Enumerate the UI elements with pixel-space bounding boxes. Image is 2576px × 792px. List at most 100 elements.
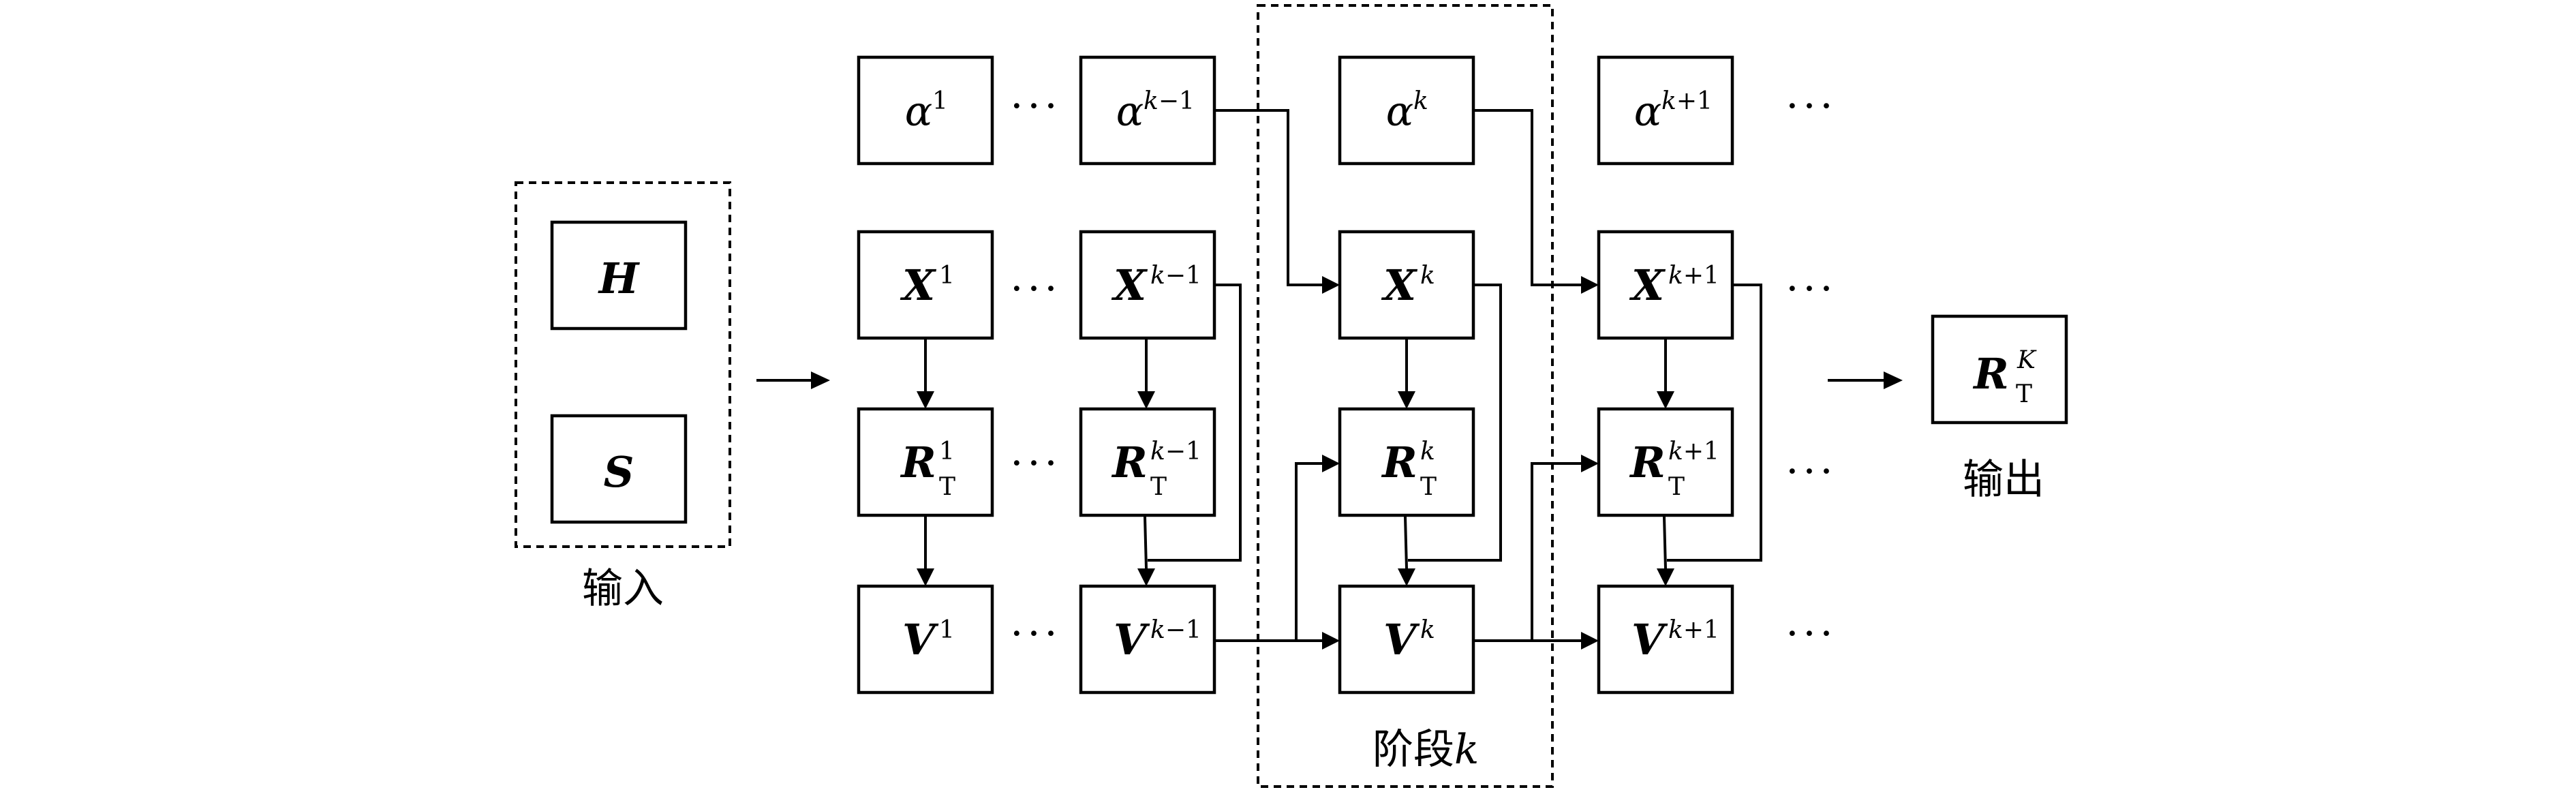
ellipsis-x-row-2: ··· <box>1785 265 1837 313</box>
ellipsis-r-row-2: ··· <box>1785 448 1837 496</box>
input-arrow <box>756 371 830 389</box>
symbol-alpha-3: α <box>1634 88 1662 136</box>
output-superscript: K <box>2017 346 2037 374</box>
wire-alphakm1-to-xk <box>1214 109 1322 286</box>
box-v-1 <box>1079 584 1216 695</box>
arrow-rk-to-vk <box>1404 516 1408 569</box>
box-v-3 <box>1597 584 1734 695</box>
box-alpha-3 <box>1597 55 1734 166</box>
superscript-x-2: k <box>1420 262 1435 290</box>
symbol-v-2: V <box>1383 615 1420 665</box>
symbol-x-3: X <box>1629 260 1666 310</box>
symbol-v-1: V <box>1114 615 1150 665</box>
box-x-0 <box>857 230 994 340</box>
superscript-v-2: k <box>1420 616 1435 644</box>
superscript-x-3: k+1 <box>1668 262 1719 290</box>
wire-vkm1-to-rk <box>1295 462 1322 641</box>
symbol-r-3: R <box>1629 438 1666 487</box>
subscript-r-2: T <box>1420 473 1437 501</box>
symbol-alpha-1: α <box>1116 88 1144 136</box>
subscript-r-1: T <box>1150 473 1167 501</box>
input-h-symbol: H <box>598 254 641 303</box>
output-group: R K T 输出 <box>1931 314 2068 504</box>
superscript-r-1: k−1 <box>1150 438 1201 466</box>
symbol-x-0: X <box>900 260 937 310</box>
input-group: H S 输入 <box>515 181 731 613</box>
ellipsis-alpha-row-2: ··· <box>1785 82 1837 130</box>
input-label: 输入 <box>582 565 664 613</box>
superscript-v-1: k−1 <box>1150 616 1201 644</box>
superscript-alpha-2: k <box>1413 87 1428 115</box>
input-dashed-border <box>515 181 731 548</box>
superscript-r-3: k+1 <box>1668 438 1719 466</box>
ellipsis-x-row-1: ··· <box>1010 265 1061 313</box>
stage-k-label: 阶段k <box>1373 726 1479 774</box>
stage-k-region: 阶段k <box>1257 4 1554 788</box>
superscript-r-2: k <box>1420 438 1435 466</box>
superscript-x-1: k−1 <box>1150 262 1201 290</box>
superscript-alpha-0: 1 <box>932 87 948 115</box>
input-s-symbol: S <box>604 447 634 497</box>
output-symbol: R <box>1972 349 2009 399</box>
output-arrow <box>1828 371 1903 389</box>
output-box <box>1931 314 2068 425</box>
superscript-alpha-3: k+1 <box>1661 87 1713 115</box>
ellipsis-alpha-row-1: ··· <box>1010 82 1061 130</box>
ellipsis-v-row-1: ··· <box>1010 610 1061 658</box>
arrow-rkm1-to-vkm1 <box>1144 516 1148 569</box>
superscript-v-0: 1 <box>939 616 955 644</box>
symbol-x-2: X <box>1381 260 1418 310</box>
symbol-alpha-2: α <box>1386 88 1414 136</box>
subscript-r-0: T <box>939 473 955 501</box>
superscript-v-3: k+1 <box>1668 616 1719 644</box>
ellipsis-r-row-1: ··· <box>1010 440 1061 487</box>
wire-alphak-to-xkp1 <box>1473 109 1581 286</box>
superscript-r-0: 1 <box>939 438 955 466</box>
box-r-0 <box>857 407 994 517</box>
ellipses: ··· ··· ··· ··· ··· ··· ··· ··· <box>1010 82 1837 658</box>
superscript-x-0: 1 <box>939 262 955 290</box>
symbol-r-2: R <box>1381 438 1417 487</box>
stage-k-dashed-border <box>1257 4 1554 788</box>
box-alpha-1 <box>1079 55 1216 166</box>
input-s-box <box>550 414 688 524</box>
wire-xk-to-vk <box>1408 284 1502 562</box>
symbol-v-3: V <box>1631 615 1668 665</box>
input-h-box <box>550 220 688 331</box>
box-x-1 <box>1079 230 1216 340</box>
ellipsis-v-row-2: ··· <box>1785 610 1837 658</box>
box-r-1 <box>1079 407 1216 517</box>
symbol-r-1: R <box>1111 438 1148 487</box>
wire-xkp1-to-vkp1 <box>1667 284 1762 562</box>
symbol-alpha-0: α <box>905 88 933 136</box>
wire-vk-to-rkp1 <box>1531 462 1581 641</box>
arrow-rkp1-to-vkp1 <box>1663 516 1667 569</box>
output-label: 输出 <box>1963 456 2044 504</box>
box-alpha-0 <box>857 55 994 166</box>
wire-xkm1-to-vkm1 <box>1148 284 1242 562</box>
symbol-r-0: R <box>900 438 936 487</box>
superscript-alpha-1: k−1 <box>1144 87 1195 115</box>
symbol-x-1: X <box>1111 260 1148 310</box>
connection-wires <box>917 109 1762 650</box>
subscript-r-3: T <box>1668 473 1685 501</box>
output-subscript: T <box>2016 380 2032 408</box>
box-v-0 <box>857 584 994 695</box>
